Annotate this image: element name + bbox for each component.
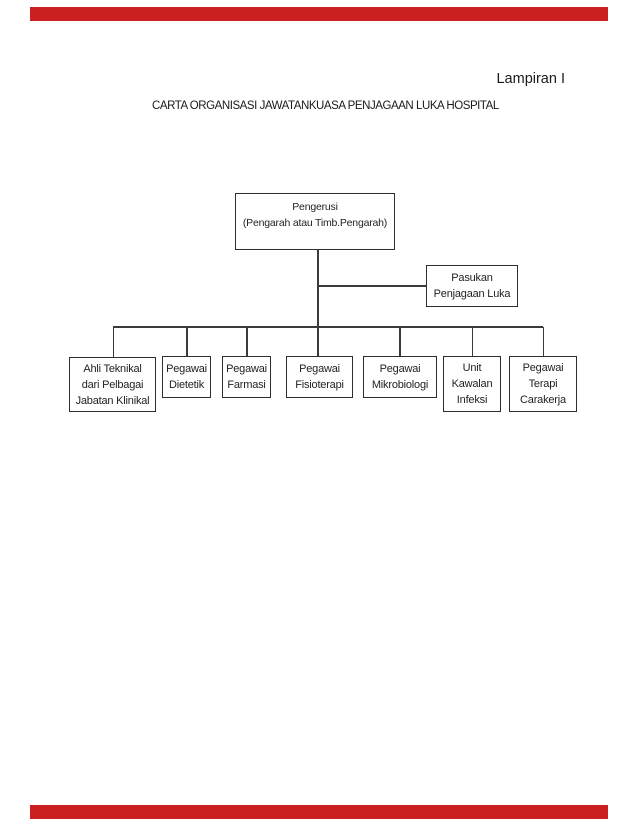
connector-horizontal-line <box>112 326 543 328</box>
box-line: Mikrobiologi <box>371 379 429 391</box>
chart-title: CARTA ORGANISASI JAWATANKUASA PENJAGAAN … <box>152 100 499 112</box>
box-line: Jabatan Klinikal <box>75 395 150 407</box>
box-pasukan-penjagaan-luka: Pasukan Penjagaan Luka <box>426 265 518 307</box>
box-line: (Pengarah atau Timb.Pengarah) <box>242 217 388 229</box>
box-line: Pegawai <box>299 363 340 375</box>
box-pegawai-dietetik: Pegawai Dietetik <box>162 356 211 398</box>
box-line: Penjagaan Luka <box>433 288 511 300</box>
bottom-red-rule-bar <box>30 805 608 819</box>
box-line: Unit <box>462 362 482 374</box>
connector-drop-line <box>186 326 188 357</box>
box-pegawai-fisioterapi: Pegawai Fisioterapi <box>286 356 353 398</box>
connector-aside-line <box>317 285 427 287</box>
connector-drop-line <box>246 326 248 357</box>
box-line: Farmasi <box>227 379 266 391</box>
connector-drop-line <box>112 326 114 357</box>
box-pegawai-farmasi: Pegawai Farmasi <box>222 356 271 398</box>
connector-drop-line <box>399 326 401 357</box>
box-line: Ahli Teknikal <box>83 363 142 375</box>
box-line: Pasukan <box>451 272 493 284</box>
connector-drop-line <box>471 326 473 357</box>
box-line: Fisioterapi <box>295 379 344 391</box>
box-line: Pegawai <box>166 363 207 375</box>
box-line: Kawalan <box>451 378 493 390</box>
box-line: Infeksi <box>456 394 488 406</box>
box-line: Pegawai <box>379 363 421 375</box>
box-pengerusi: Pengerusi (Pengarah atau Timb.Pengarah) <box>235 193 395 250</box>
box-line: Dietetik <box>168 379 205 391</box>
box-unit-kawalan-infeksi: Unit Kawalan Infeksi <box>443 356 501 412</box>
box-ahli-teknikal: Ahli Teknikal dari Pelbagai Jabatan Klin… <box>69 357 156 412</box>
box-line: Pegawai <box>522 362 564 374</box>
box-pegawai-terapi-carakerja: Pegawai Terapi Carakerja <box>509 356 577 412</box>
annex-label: Lampiran I <box>496 71 565 87</box>
top-red-rule-bar <box>30 7 608 21</box>
box-line: dari Pelbagai <box>81 379 144 391</box>
box-pegawai-mikrobiologi: Pegawai Mikrobiologi <box>363 356 437 398</box>
connector-trunk-line <box>317 249 319 357</box>
box-line: Pegawai <box>226 363 267 375</box>
connector-drop-line <box>542 326 544 357</box>
box-line: Terapi <box>528 378 558 390</box>
box-line: Pengerusi <box>292 201 338 213</box>
box-line: Carakerja <box>520 394 566 406</box>
